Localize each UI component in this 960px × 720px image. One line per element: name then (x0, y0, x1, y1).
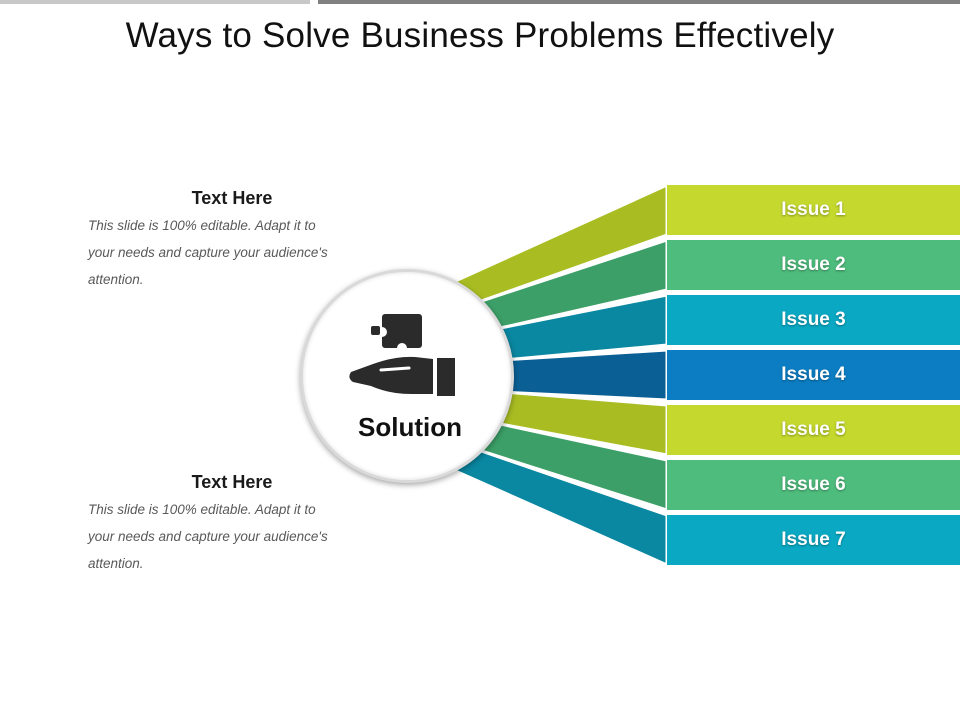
top-accent-bar-dark (318, 0, 960, 4)
issue-label: Issue 6 (781, 474, 846, 495)
issue-separator (667, 345, 960, 350)
issue-bar (667, 185, 960, 235)
issue-separator (667, 510, 960, 515)
slide-title: Ways to Solve Business Problems Effectiv… (125, 16, 835, 55)
issue-separator (667, 290, 960, 295)
text-block-body: This slide is 100% editable. Adapt it to… (88, 218, 328, 287)
issue-label: Issue 1 (781, 199, 846, 220)
solution-label: Solution (358, 412, 462, 442)
issue-separator (667, 400, 960, 405)
issue-bar (667, 240, 960, 290)
issue-bar (667, 460, 960, 510)
top-accent-bar-light (0, 0, 310, 4)
issue-bar (667, 405, 960, 455)
text-block-top: Text Here This slide is 100% editable. A… (88, 188, 328, 293)
text-block-heading: Text Here (191, 472, 273, 492)
issue-label: Issue 4 (781, 364, 846, 385)
issue-bar (667, 515, 960, 565)
solution-circle: Solution (300, 269, 514, 483)
issue-bar (667, 295, 960, 345)
text-block-bottom: Text Here This slide is 100% editable. A… (88, 472, 328, 577)
issue-label: Issue 2 (781, 254, 846, 275)
issue-label: Issue 7 (781, 529, 846, 550)
issue-label: Issue 3 (781, 309, 846, 330)
text-block-heading: Text Here (191, 188, 273, 208)
text-block-body: This slide is 100% editable. Adapt it to… (88, 502, 328, 571)
hand-puzzle-icon (349, 314, 455, 396)
issue-label: Issue 5 (781, 419, 846, 440)
issue-bars (667, 185, 960, 565)
issue-separator (667, 235, 960, 240)
issue-bar (667, 350, 960, 400)
issue-connector (508, 348, 669, 402)
issue-separator (667, 455, 960, 460)
